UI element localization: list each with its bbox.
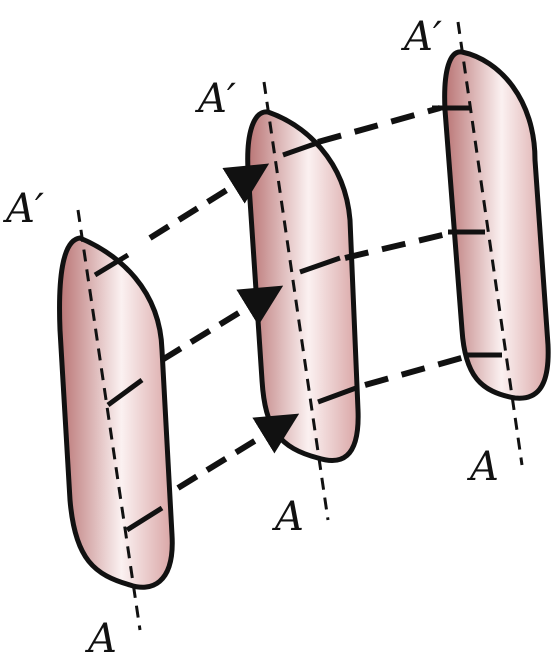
connector-2 (344, 229, 456, 261)
label-middle-bottom: A (271, 494, 304, 540)
arrow-2 (160, 285, 284, 363)
body-middle-shape (245, 109, 361, 463)
tick-middle-3 (317, 385, 357, 405)
label-right-bottom: A (466, 444, 499, 490)
body-right (432, 21, 551, 466)
translation-arrows (148, 163, 300, 491)
body-left (57, 209, 175, 631)
arrow-1 (148, 163, 270, 241)
axis-middle (262, 81, 330, 521)
body-left-shape (57, 235, 175, 590)
body-middle (245, 81, 361, 521)
connector-lines (317, 105, 473, 388)
label-middle-top: A′ (194, 76, 236, 122)
connector-3 (364, 352, 473, 388)
tick-left-3 (125, 505, 164, 533)
tick-middle-1 (282, 139, 321, 158)
tick-left-2 (106, 377, 144, 408)
connector-1 (317, 105, 441, 145)
tick-left-1 (93, 252, 130, 278)
label-left-top: A′ (2, 186, 44, 232)
axis-left (76, 209, 142, 631)
axis-right (456, 21, 524, 466)
tick-middle-2 (299, 255, 341, 275)
label-right-top: A′ (400, 14, 442, 60)
body-right-shape (442, 49, 551, 401)
label-left-bottom: A (84, 616, 117, 662)
arrow-3 (176, 413, 300, 491)
